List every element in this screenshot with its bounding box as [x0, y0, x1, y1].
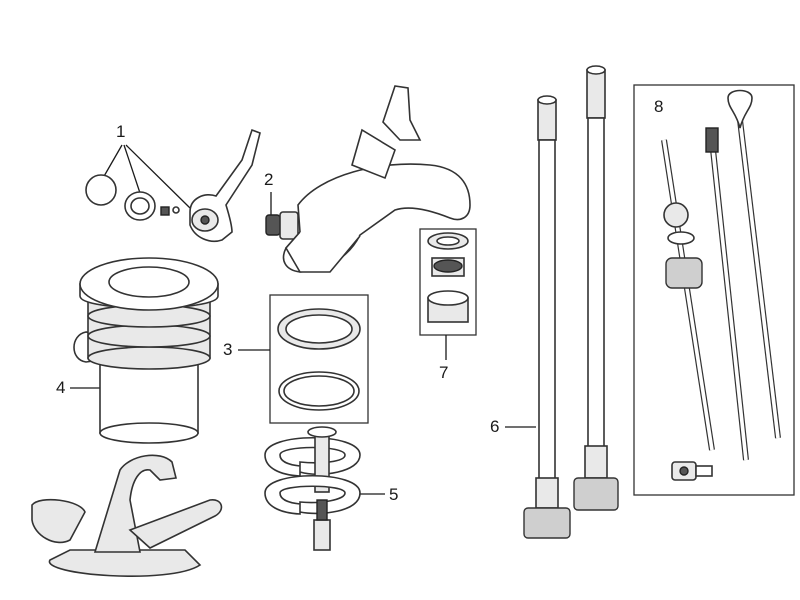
knob-rod: [738, 119, 780, 439]
plug-dome: [108, 266, 190, 298]
part-1-handle-assembly: 1: [85, 122, 261, 242]
aerator-mesh: [433, 259, 463, 273]
hose-a-nut: [523, 507, 571, 539]
box-7: [419, 228, 477, 336]
part-4-waste: 4: [56, 257, 219, 444]
fixing-rod: [316, 499, 328, 521]
assembled-tap-spout: [93, 454, 177, 553]
tap-base: [285, 231, 361, 273]
part-7-aerator: 7: [419, 228, 477, 382]
hose-a-top-fitting: [537, 99, 557, 141]
fixing-nut: [313, 519, 331, 551]
leader-1a: [102, 144, 123, 179]
screw-head: [172, 206, 180, 214]
part-8-pop-up-rods: 8: [633, 84, 795, 496]
o-ring-inner: [283, 375, 355, 407]
part-6-flexible-hoses: 6: [490, 65, 619, 539]
pivot-nut: [665, 257, 703, 289]
stud-top: [307, 426, 337, 438]
lift-rod: [710, 139, 748, 461]
label-4: 4: [56, 378, 65, 397]
pivot-ball: [663, 202, 689, 228]
assembled-tap-left-handle: [31, 498, 86, 544]
hose-b-top-fitting: [586, 69, 606, 119]
washer-hole: [130, 197, 150, 215]
horseshoe-washer-top: [264, 436, 361, 477]
tap-body: [282, 85, 471, 273]
part-5-fixing-kit: 5: [264, 426, 398, 551]
box-8: [633, 84, 795, 496]
hose-b-ferrule: [584, 445, 608, 479]
hose-b-top-cap: [586, 65, 606, 75]
screw: [160, 206, 170, 216]
hose-b-braid: [587, 117, 605, 449]
tap-neck: [351, 128, 396, 180]
pull-knob: [727, 89, 753, 129]
pivot-washer: [667, 231, 695, 245]
seal-ring-inner: [285, 314, 353, 344]
hose-a-ferrule: [535, 477, 559, 509]
label-3: 3: [223, 340, 232, 359]
aerator-washer-hole: [436, 236, 460, 246]
aerator-housing-top: [427, 290, 469, 306]
cartridge-body: [279, 211, 299, 240]
waste-ring-2: [87, 324, 211, 348]
label-6: 6: [490, 417, 499, 436]
hose-a-braid: [538, 139, 556, 481]
pivot-rod: [662, 139, 714, 451]
leader-1b: [123, 144, 141, 194]
label-2: 2: [264, 170, 273, 189]
box-3: [269, 294, 369, 424]
top-lever: [382, 85, 422, 141]
lever-hub-center: [200, 215, 210, 225]
hose-a-top-cap: [537, 95, 557, 105]
leader-1c: [125, 144, 191, 209]
label-7: 7: [439, 363, 448, 382]
label-1: 1: [116, 122, 125, 141]
label-8: 8: [654, 97, 663, 116]
cartridge-spline: [265, 214, 281, 236]
rod-clip-arm: [695, 465, 713, 477]
waste-lower-rim: [99, 422, 199, 444]
hose-b-nut: [573, 477, 619, 511]
lift-rod-knurl: [705, 127, 719, 153]
assembled-tap-base: [49, 549, 202, 577]
horseshoe-washer-bottom: [264, 474, 361, 515]
rod-clip-screw: [679, 466, 689, 476]
part-3-seals: 3: [223, 294, 369, 424]
label-5: 5: [389, 485, 398, 504]
cap: [85, 174, 117, 206]
assembled-tap-right-lever: [128, 499, 223, 549]
part-2-cartridge: 2: [264, 170, 299, 240]
assembled-tap: [31, 454, 223, 577]
waste-ring-1: [87, 346, 211, 370]
